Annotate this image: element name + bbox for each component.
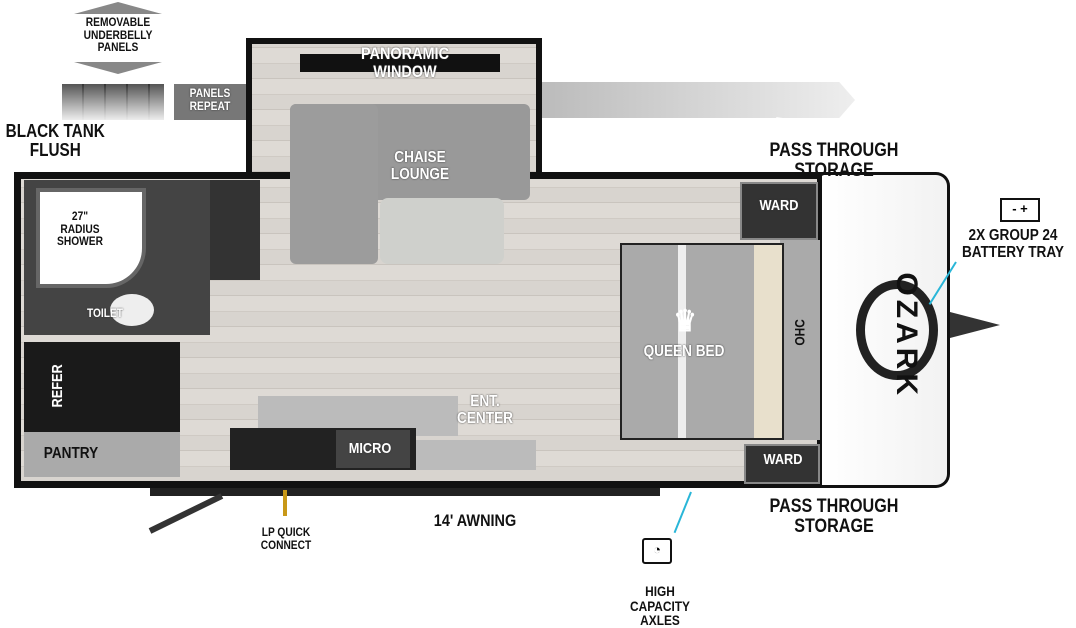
pass-through-top-label: PASS THROUGH STORAGE <box>769 140 899 181</box>
black-tank-label: BLACK TANK FLUSH <box>5 121 105 160</box>
shower <box>36 188 146 288</box>
micro-label: MICRO <box>348 440 392 457</box>
hitch <box>950 312 1000 338</box>
ward-top-label: WARD <box>759 197 799 214</box>
arrow-down-icon <box>74 62 162 74</box>
refer <box>24 342 180 432</box>
panoramic-window <box>300 54 500 72</box>
queen-bed <box>620 243 784 440</box>
lp-label: LP QUICK CONNECT <box>260 525 312 552</box>
underbelly-panels <box>62 84 164 120</box>
pantry-label: PANTRY <box>43 445 99 462</box>
shower-label: 27" RADIUS SHOWER <box>57 209 103 249</box>
pass-through-bottom-label: PASS THROUGH STORAGE <box>769 496 899 537</box>
lp-connector <box>283 490 287 516</box>
arrow-right-icon <box>540 82 855 118</box>
axles-pointer <box>673 491 692 534</box>
awning-label: 14' AWNING <box>433 511 517 530</box>
axles-label: HIGH CAPACITY AXLES <box>630 583 690 628</box>
battery-icon: - + <box>1000 198 1040 222</box>
panels-repeat-label: PANELS REPEAT <box>189 86 231 113</box>
awning-bar <box>150 488 660 496</box>
wardrobe-bottom <box>744 444 820 484</box>
ent-center-label: ENT. CENTER <box>457 393 513 427</box>
toilet <box>110 294 154 326</box>
toilet-label: TOILET <box>86 306 124 320</box>
scale-icon: ◔ <box>642 538 672 564</box>
arrow-up-icon <box>74 2 162 14</box>
ozark-logo: OZARK <box>889 272 923 400</box>
entertainment-center <box>416 440 536 470</box>
wardrobe-top <box>740 182 818 240</box>
removable-panels-label: REMOVABLE UNDERBELLY PANELS <box>83 15 153 55</box>
ward-bottom-label: WARD <box>763 451 803 468</box>
chaise-lounge-label: CHAISE LOUNGE <box>390 149 450 183</box>
crown-icon: ♛ <box>673 305 697 338</box>
queen-bed-label: QUEEN BED <box>643 343 725 360</box>
chaise-extension <box>290 104 378 264</box>
ohc-cabinet <box>780 240 820 440</box>
ottoman <box>380 198 504 264</box>
pantry <box>24 432 180 477</box>
battery-label: 2X GROUP 24 BATTERY TRAY <box>961 227 1064 261</box>
ohc-label: OHC <box>791 319 808 346</box>
bath-wall <box>210 180 260 280</box>
microwave <box>336 430 410 468</box>
panoramic-window-label: PANORAMIC WINDOW <box>360 44 450 81</box>
ozark-logo-ring <box>856 280 938 380</box>
awning-arm <box>148 493 224 534</box>
refer-label: REFER <box>49 364 67 408</box>
panels-repeat-box <box>174 84 246 120</box>
